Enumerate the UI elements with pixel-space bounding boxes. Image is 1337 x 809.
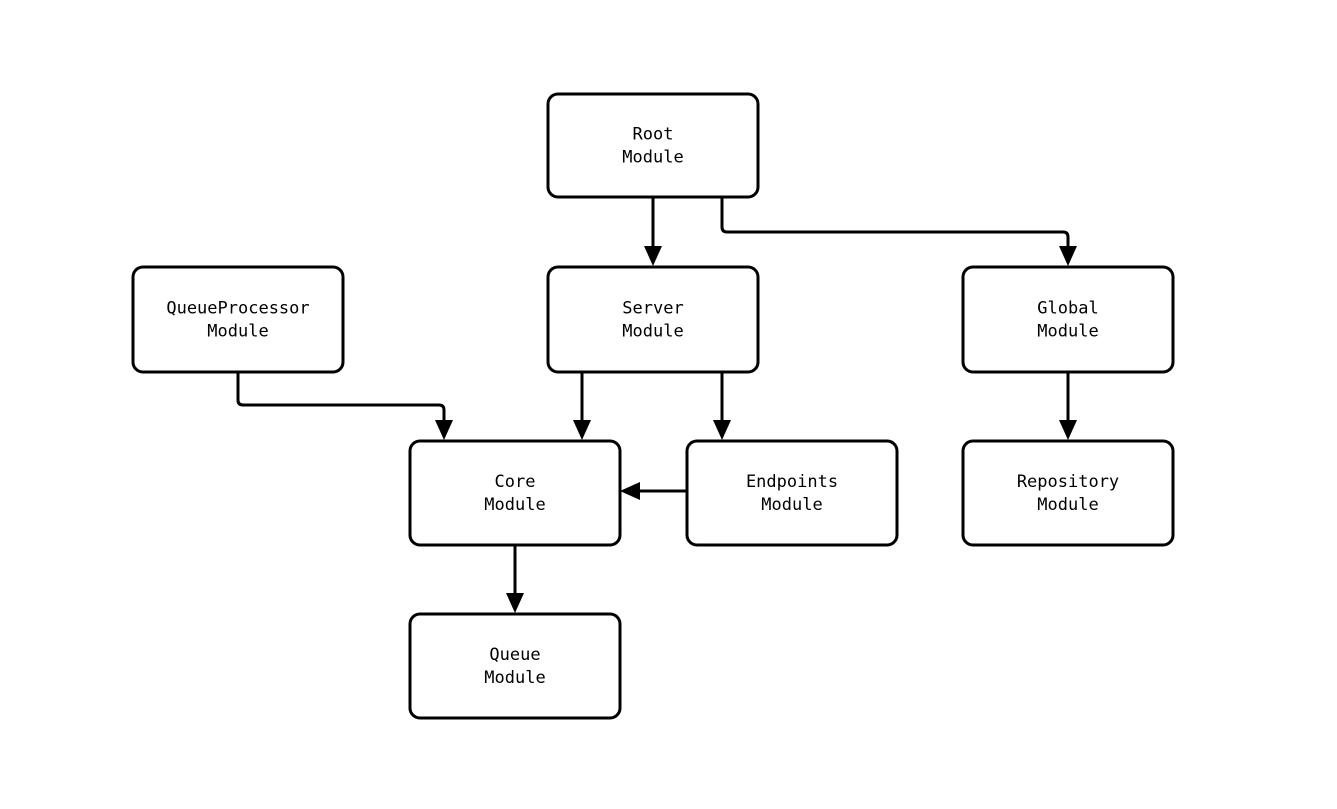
node-label-line2: Module [1037, 495, 1098, 515]
edge-core-to-queue [506, 545, 524, 613]
node-label-line2: Module [622, 148, 683, 168]
node-label-line1: Core [495, 472, 536, 492]
edge-server-to-endpoints [713, 372, 731, 440]
node-label-line2: Module [484, 495, 545, 515]
node-box-core[interactable] [408, 439, 622, 547]
node-label-line2: Module [622, 322, 683, 342]
node-box-global[interactable] [961, 265, 1175, 374]
node-box-queueprocessor[interactable] [131, 265, 345, 374]
node-box-server[interactable] [546, 265, 760, 374]
node-label-line1: Root [633, 125, 674, 145]
arrowhead-icon [1059, 246, 1077, 266]
arrowhead-icon [435, 420, 453, 440]
node-label-line1: Endpoints [746, 472, 838, 492]
node-label-line1: QueueProcessor [166, 299, 309, 319]
edges-layer [236, 197, 1077, 613]
edge-endpoints-to-core [620, 482, 687, 500]
arrowhead-icon [713, 420, 731, 440]
edge-root-to-server [644, 197, 662, 266]
node-label-line2: Module [1037, 322, 1098, 342]
node-label-line2: Module [761, 495, 822, 515]
node-label-line1: Server [622, 299, 683, 319]
arrowhead-icon [1059, 420, 1077, 440]
node-box-endpoints[interactable] [685, 439, 899, 547]
node-box-repository[interactable] [961, 439, 1175, 547]
edge-global-to-repository [1059, 372, 1077, 440]
node-label-line1: Global [1037, 299, 1098, 319]
edge-queueprocessor-to-core [236, 372, 453, 440]
arrowhead-icon [506, 593, 524, 613]
edge-server-to-core [573, 372, 591, 440]
node-box-queue[interactable] [408, 612, 622, 720]
node-box-root[interactable] [546, 92, 760, 199]
edge-line [720, 197, 1070, 252]
arrowhead-icon [644, 246, 662, 266]
node-label-line1: Repository [1017, 472, 1119, 492]
edge-root-to-global [720, 197, 1077, 266]
node-label-line1: Queue [489, 645, 540, 665]
arrowhead-icon [620, 482, 640, 500]
node-label-line2: Module [484, 668, 545, 688]
node-label-line2: Module [207, 322, 268, 342]
arrowhead-icon [573, 420, 591, 440]
edge-line [236, 372, 446, 426]
